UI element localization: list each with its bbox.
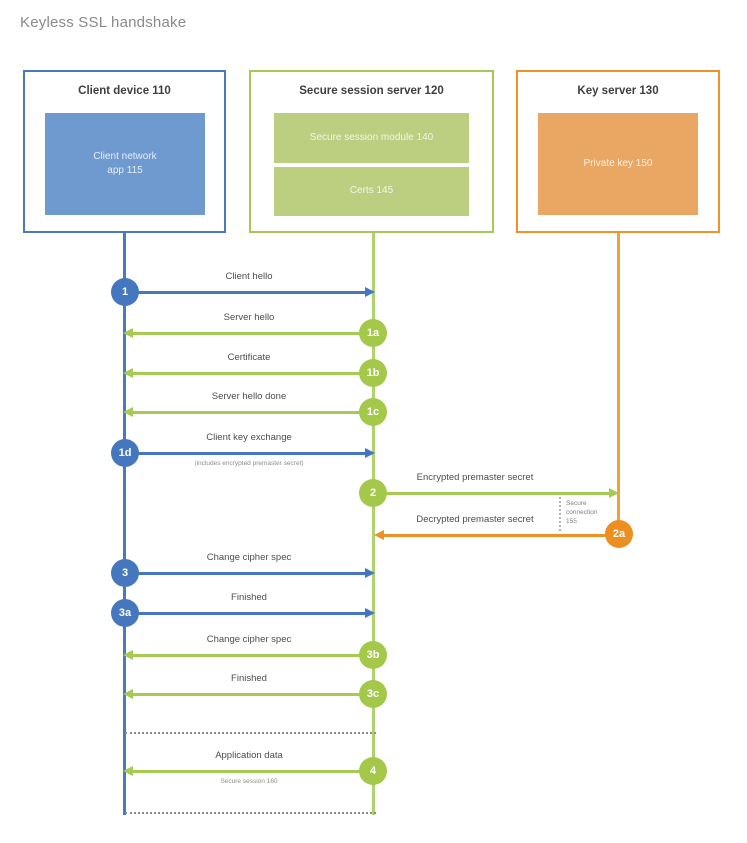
lifeline-client	[123, 233, 126, 815]
secure-connection-divider	[559, 497, 561, 531]
component-certs: Certs 145	[274, 167, 469, 216]
step-badge: 1d	[111, 439, 139, 467]
message-label: Change cipher spec	[206, 634, 292, 645]
arrowhead-left-icon	[123, 368, 133, 378]
message-arrow	[125, 287, 375, 297]
message-label: Finished	[231, 673, 267, 684]
message-label: Server hello	[223, 312, 275, 323]
message-arrow	[123, 650, 373, 660]
step-badge: 1a	[359, 319, 387, 347]
arrowhead-right-icon	[609, 488, 619, 498]
message-arrow	[123, 328, 373, 338]
message-arrow	[374, 530, 618, 540]
message-label: Encrypted premaster secret	[416, 472, 534, 483]
step-badge: 1	[111, 278, 139, 306]
message-arrow	[125, 568, 375, 578]
actor-title: Key server 130	[577, 85, 659, 97]
session-separator-top	[125, 732, 376, 734]
arrowhead-left-icon	[374, 530, 384, 540]
message-sublabel: (includes encrypted premaster secret)	[194, 460, 304, 467]
step-badge: 1b	[359, 359, 387, 387]
actor-title: Client device 110	[78, 85, 171, 97]
step-badge: 3c	[359, 680, 387, 708]
component-label: Client network app 115	[93, 150, 157, 177]
component-private-key: Private key 150	[538, 113, 698, 215]
message-label: Client key exchange	[206, 432, 292, 443]
message-arrow	[123, 689, 373, 699]
arrowhead-left-icon	[123, 407, 133, 417]
lifeline-server	[372, 233, 375, 815]
arrowhead-left-icon	[123, 689, 133, 699]
step-badge: 3	[111, 559, 139, 587]
message-label: Server hello done	[211, 391, 287, 402]
message-sublabel: Secure session 160	[220, 778, 278, 785]
message-label: Client hello	[225, 271, 273, 282]
arrowhead-left-icon	[123, 328, 133, 338]
step-badge: 4	[359, 757, 387, 785]
component-label: Private key 150	[583, 157, 653, 169]
message-label: Change cipher spec	[206, 552, 292, 563]
step-badge: 1c	[359, 398, 387, 426]
actor-client-device: Client device 110 Client network app 115	[23, 70, 226, 233]
message-arrow	[123, 407, 373, 417]
message-arrow	[373, 488, 619, 498]
step-badge: 3b	[359, 641, 387, 669]
lifeline-key-server	[617, 233, 620, 534]
actor-secure-session-server: Secure session server 120 Secure session…	[249, 70, 494, 233]
message-arrow	[125, 608, 375, 618]
actor-title: Secure session server 120	[299, 85, 444, 97]
message-label: Finished	[231, 592, 267, 603]
message-label: Application data	[215, 750, 283, 761]
message-label: Certificate	[227, 352, 271, 363]
step-badge: 2a	[605, 520, 633, 548]
arrowhead-right-icon	[365, 568, 375, 578]
component-secure-session-module: Secure session module 140	[274, 113, 469, 163]
component-client-network-app: Client network app 115	[45, 113, 205, 215]
arrowhead-left-icon	[123, 766, 133, 776]
secure-connection-note: Secure connection 155	[566, 500, 598, 525]
message-arrow	[123, 766, 373, 776]
arrowhead-right-icon	[365, 608, 375, 618]
diagram-title: Keyless SSL handshake	[20, 14, 187, 31]
arrowhead-left-icon	[123, 650, 133, 660]
step-badge: 3a	[111, 599, 139, 627]
component-label: Secure session module 140	[309, 131, 434, 143]
component-label: Certs 145	[349, 185, 394, 197]
session-separator-bottom	[125, 812, 376, 814]
actor-key-server: Key server 130 Private key 150	[516, 70, 720, 233]
step-badge: 2	[359, 479, 387, 507]
message-arrow	[125, 448, 375, 458]
message-arrow	[123, 368, 373, 378]
arrowhead-right-icon	[365, 287, 375, 297]
message-label: Decrypted premaster secret	[416, 514, 534, 525]
arrowhead-right-icon	[365, 448, 375, 458]
